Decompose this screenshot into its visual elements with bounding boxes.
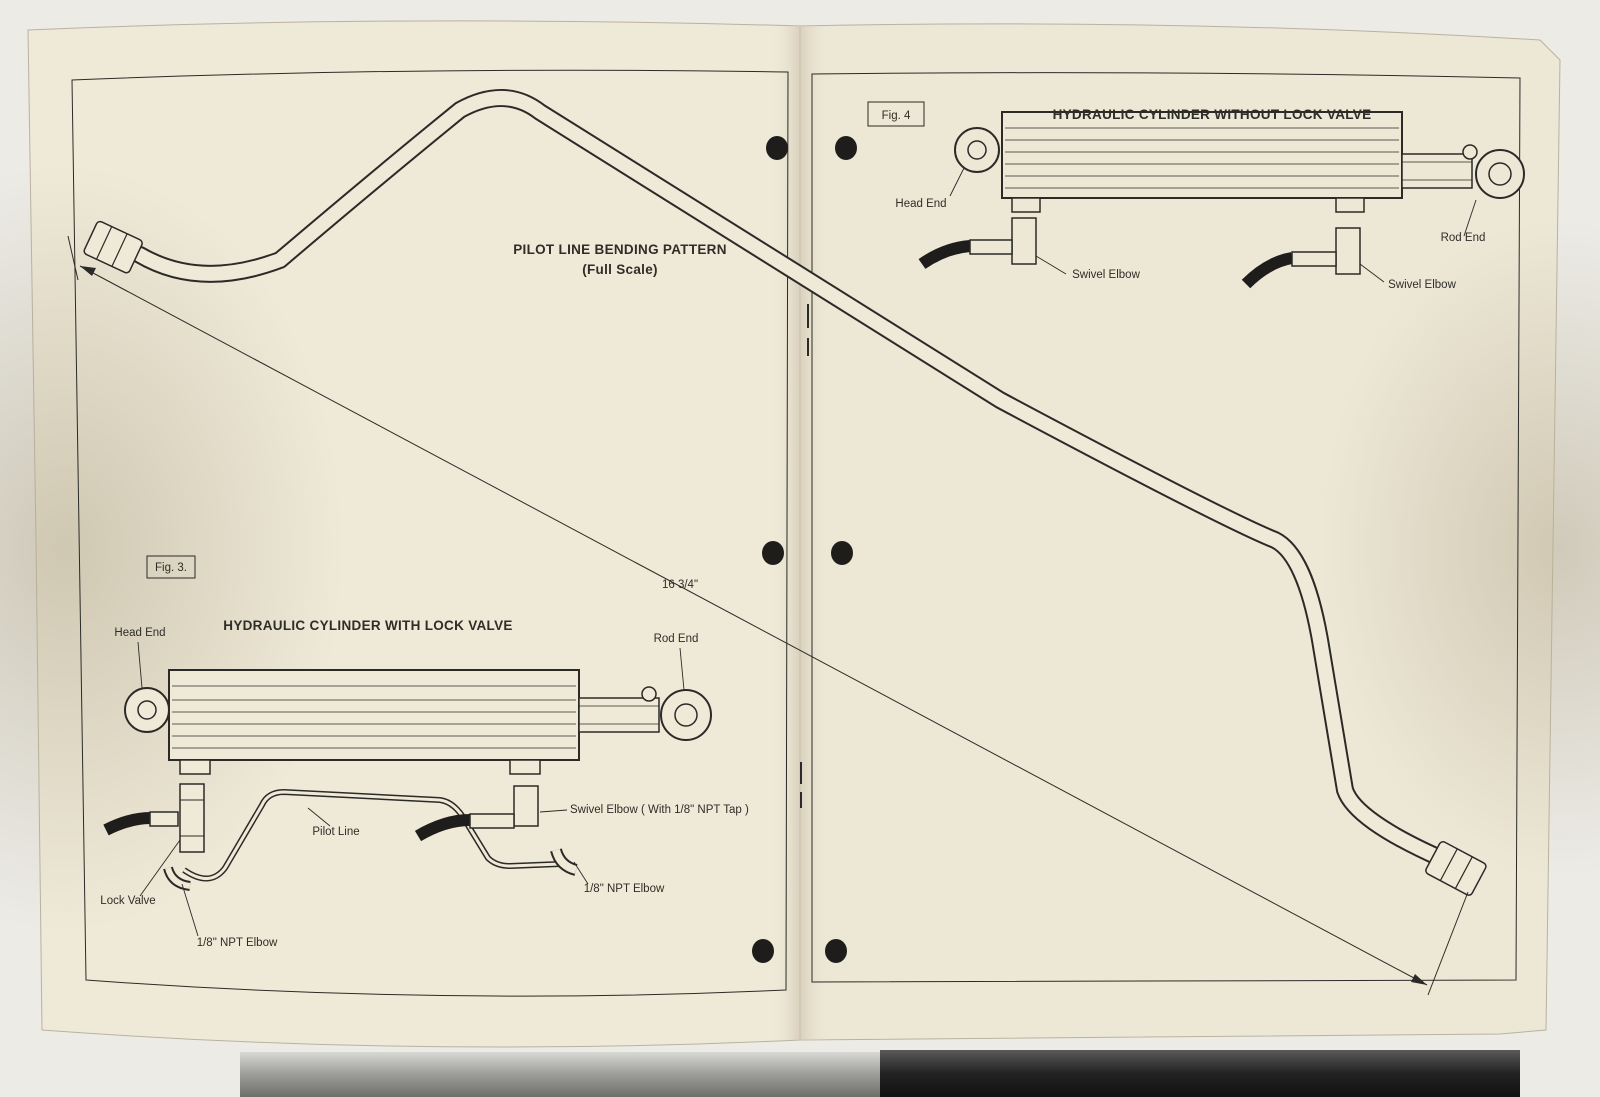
fig4-tag: Fig. 4 (882, 110, 911, 122)
left-page-border (71, 69, 789, 997)
fig4-diagram (867, 101, 1525, 289)
fig3-pilot-line-label: Pilot Line (312, 826, 359, 838)
fig4-rod-end-label: Rod End (1441, 232, 1486, 244)
fig4-swivel-elbow-right-label: Swivel Elbow (1388, 279, 1456, 291)
pattern-title: PILOT LINE BENDING PATTERN (513, 242, 727, 257)
fig3-tag: Fig. 3. (155, 562, 187, 574)
pilot-line-pattern (67, 89, 1487, 996)
fig4-swivel-elbow-left-label: Swivel Elbow (1072, 269, 1140, 281)
fig3-lock-valve-label: Lock Valve (100, 895, 155, 907)
fig3-npt-elbow-left-label: 1/8" NPT Elbow (197, 937, 278, 949)
fig3-npt-elbow-right-label: 1/8" NPT Elbow (584, 883, 665, 895)
fig3-rod-end-label: Rod End (654, 633, 699, 645)
right-page-border (811, 72, 1521, 983)
pattern-dimension: 16 3/4" (662, 579, 698, 591)
fig3-swivel-elbow-label: Swivel Elbow ( With 1/8" NPT Tap ) (570, 804, 749, 816)
fig3-head-end-label: Head End (114, 627, 165, 639)
fig3-diagram (103, 555, 712, 937)
binder-holes (752, 136, 857, 963)
fig4-tag-box (867, 101, 925, 127)
fig4-title: HYDRAULIC CYLINDER WITHOUT LOCK VALVE (1053, 107, 1372, 122)
pattern-subtitle: (Full Scale) (582, 262, 658, 277)
fig4-head-end-label: Head End (895, 198, 946, 210)
fig3-tag-box (146, 555, 196, 579)
fig3-title: HYDRAULIC CYLINDER WITH LOCK VALVE (223, 618, 512, 633)
